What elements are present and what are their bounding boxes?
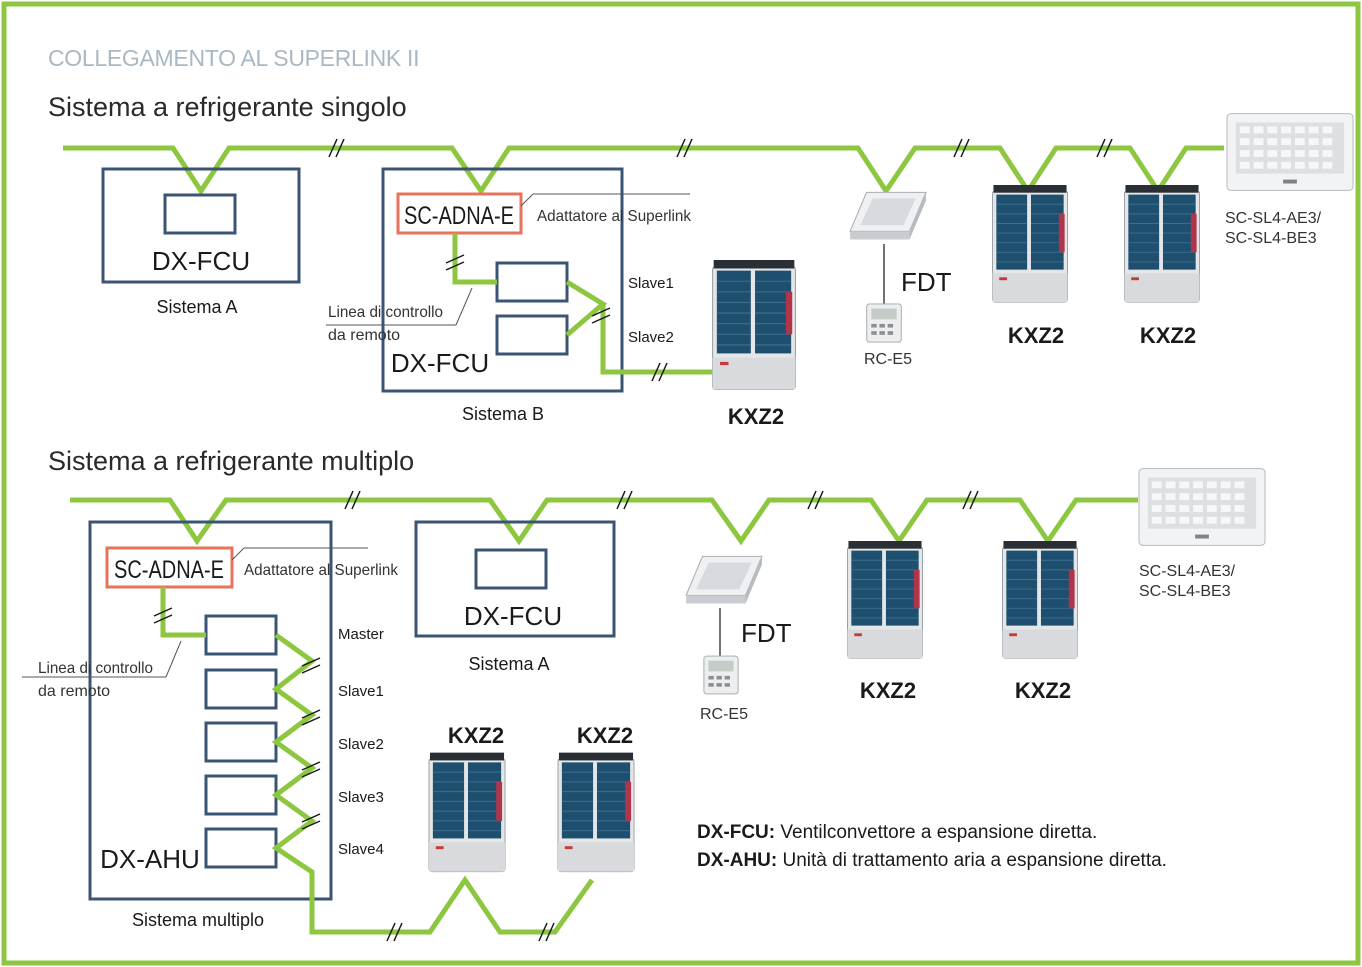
outdoor-unit-icon [711,260,797,391]
multi-system-subtitle: Sistema a refrigerante multiplo [48,446,414,476]
diagram-title: COLLEGAMENTO AL SUPERLINK II [48,45,419,71]
multi-line-note-1: Linea di controllo [38,660,153,677]
single-fdt-label: FDT [901,267,952,297]
single-sys-b-kxz: KXZ2 [728,404,784,429]
multi-kxz-4: KXZ2 [1015,678,1071,703]
multi-sys-a-label: Sistema A [468,654,549,674]
legend-ahu: DX-AHU: Unità di trattamento aria a espa… [697,850,1167,871]
outdoor-unit-icon [1002,541,1078,659]
multi-slave2: Slave2 [338,736,384,753]
remote-controller-icon [703,655,739,695]
single-sc-1: SC-SL4-AE3/ [1225,210,1322,227]
single-system-subtitle: Sistema a refrigerante singolo [48,92,407,122]
multi-fdt-label: FDT [741,618,792,648]
multi-sc-1: SC-SL4-AE3/ [1139,563,1236,580]
outdoor-unit-icon [847,541,923,659]
single-line-note-2: da remoto [328,327,400,344]
multi-sys-label: Sistema multiplo [132,910,264,930]
single-sc-2: SC-SL4-BE3 [1225,230,1317,247]
multi-sc-2: SC-SL4-BE3 [1139,583,1231,600]
multi-system-multiple: SC-ADNA-E Adattatore al Superlink Master… [22,520,595,942]
multi-fdt: FDT RC-E5 [685,555,792,723]
multi-rc-label: RC-E5 [700,706,748,723]
multi-kxz-2: KXZ2 [577,723,633,748]
superlink-control-panel-icon [1138,468,1266,546]
outdoor-unit-icon [992,185,1068,303]
single-fdt: FDT RC-E5 [849,191,952,368]
multi-sys-a-unit: DX-FCU [464,601,562,631]
single-rc-label: RC-E5 [864,351,912,368]
single-bus-breaks [328,138,1113,158]
multi-bus-breaks [344,490,979,510]
legend-fcu-term: DX-FCU: [697,822,775,843]
multi-sys-unit: DX-AHU [100,844,200,874]
multi-slave4: Slave4 [338,841,384,858]
single-system-b: SC-ADNA-E Adattatore al Superlink Slave1… [326,167,797,429]
outdoor-unit-icon [428,752,506,873]
outdoor-unit-icon [1124,185,1200,303]
single-sys-b-label: Sistema B [462,404,544,424]
outdoor-unit-icon [557,752,635,873]
multi-system-a: DX-FCU Sistema A [414,520,616,674]
legend-ahu-desc: Unità di trattamento aria a espansione d… [777,850,1167,871]
single-kxz-1: KXZ2 [1008,323,1064,348]
multi-bus-wire [70,497,1138,546]
single-adapter-label: SC-ADNA-E [404,202,514,230]
single-sys-b-unit: DX-FCU [391,348,489,378]
single-bus-wire [63,145,1224,196]
single-slave1: Slave1 [628,275,674,292]
legend-fcu: DX-FCU: Ventilconvettore a espansione di… [697,822,1097,843]
legend: DX-FCU: Ventilconvettore a espansione di… [697,822,1167,871]
remote-controller-icon [866,303,902,343]
legend-fcu-desc: Ventilconvettore a espansione diretta. [775,822,1097,843]
multi-line-note-2: da remoto [38,683,110,700]
single-sys-a-unit: DX-FCU [152,246,250,276]
multi-slave3: Slave3 [338,789,384,806]
single-slave2: Slave2 [628,329,674,346]
multi-kxz-3: KXZ2 [860,678,916,703]
multi-slave1: Slave1 [338,683,384,700]
single-kxz-2: KXZ2 [1140,323,1196,348]
multi-master: Master [338,626,384,643]
cassette-unit-icon [685,555,763,605]
superlink-control-panel-icon [1226,113,1354,191]
multi-adapter-note: Adattatore al Superlink [244,562,399,579]
single-system-a: DX-FCU Sistema A [101,167,301,317]
multi-adapter-label: SC-ADNA-E [114,556,224,584]
cassette-unit-icon [849,191,927,241]
single-line-note-1: Linea di controllo [328,304,443,321]
multi-kxz-1: KXZ2 [448,723,504,748]
legend-ahu-term: DX-AHU: [697,850,777,871]
single-adapter-note: Adattatore al Superlink [537,208,692,225]
single-sys-a-label: Sistema A [156,297,237,317]
